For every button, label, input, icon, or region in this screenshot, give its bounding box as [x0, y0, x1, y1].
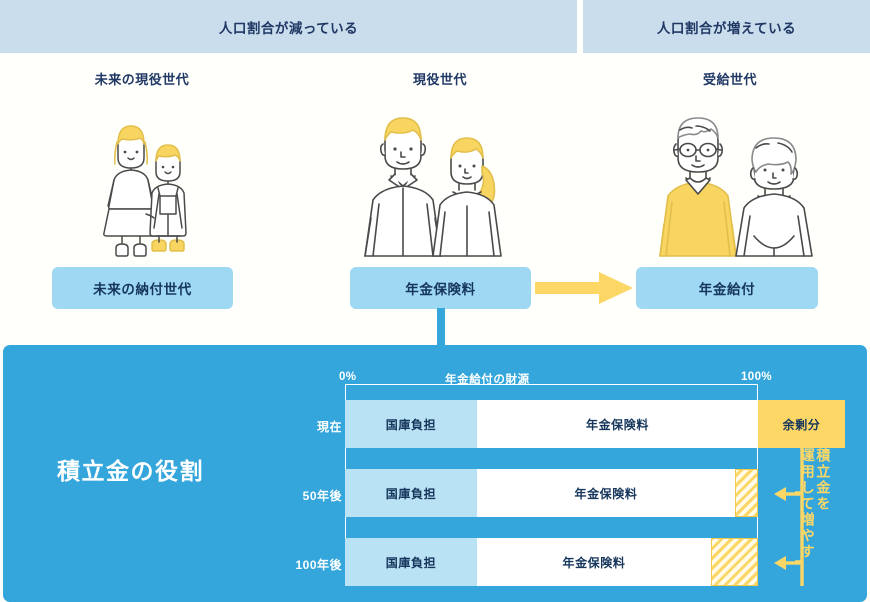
pill-future-contributing-generation: 未来の納付世代: [52, 267, 233, 309]
bar-row-50-years: 国庫負担 年金保険料: [345, 469, 845, 517]
segment-pension-premium: 年金保険料: [477, 400, 758, 448]
caption-current-working-generation: 現役世代: [412, 72, 467, 87]
pill-pension-premium: 年金保険料: [350, 267, 531, 309]
working-couple-icon: [345, 108, 535, 260]
connector-stem: [437, 308, 445, 348]
segment-reserve-drawdown: [711, 538, 758, 586]
pill-premium-label: 年金保険料: [405, 282, 476, 297]
segment-national-treasury: 国庫負担: [345, 400, 477, 448]
segment-national-treasury: 国庫負担: [345, 538, 477, 586]
segment-pension-premium: 年金保険料: [477, 469, 735, 517]
segment-surplus: 余剰分: [758, 400, 845, 448]
axis-min-label: 0%: [339, 371, 357, 383]
panel-title: 積立金の役割: [57, 458, 204, 484]
banner-population-decreasing: 人口割合が減っている: [0, 0, 577, 53]
caption-future-working-generation: 未来の現役世代: [94, 72, 190, 87]
bar-row-now: 国庫負担 年金保険料 余剰分: [345, 400, 845, 448]
bracket-arrowheads: [770, 480, 800, 590]
pill-benefit-label: 年金給付: [698, 282, 756, 297]
bar-row-100-years: 国庫負担 年金保険料: [345, 538, 845, 586]
banner-left-label: 人口割合が減っている: [218, 20, 359, 36]
segment-national-treasury: 国庫負担: [345, 469, 477, 517]
annotation-column-2: 運用して増やす: [799, 448, 816, 560]
banner-right-label: 人口割合が増えている: [656, 20, 797, 36]
row-label-100-years: 100年後: [295, 558, 342, 572]
right-arrow-icon: [535, 272, 633, 304]
caption-receiving-generation: 受給世代: [702, 72, 757, 87]
row-label-now: 現在: [316, 420, 342, 434]
reserve-annotation-text: 積立金を 運用して増やす: [799, 448, 832, 593]
row-label-50-years: 50年後: [302, 489, 342, 503]
banner-population-increasing: 人口割合が増えている: [583, 0, 870, 53]
segment-pension-premium: 年金保険料: [477, 538, 711, 586]
segment-reserve-drawdown: [735, 469, 758, 517]
chart-title: 年金給付の財源: [445, 374, 530, 386]
annotation-column-1: 積立金を: [815, 448, 832, 512]
axis-max-label: 100%: [741, 371, 773, 383]
pill-future-label: 未来の納付世代: [93, 282, 192, 297]
two-children-icon: [80, 108, 210, 260]
pill-pension-benefit: 年金給付: [636, 267, 818, 309]
elderly-couple-icon: [650, 108, 850, 260]
